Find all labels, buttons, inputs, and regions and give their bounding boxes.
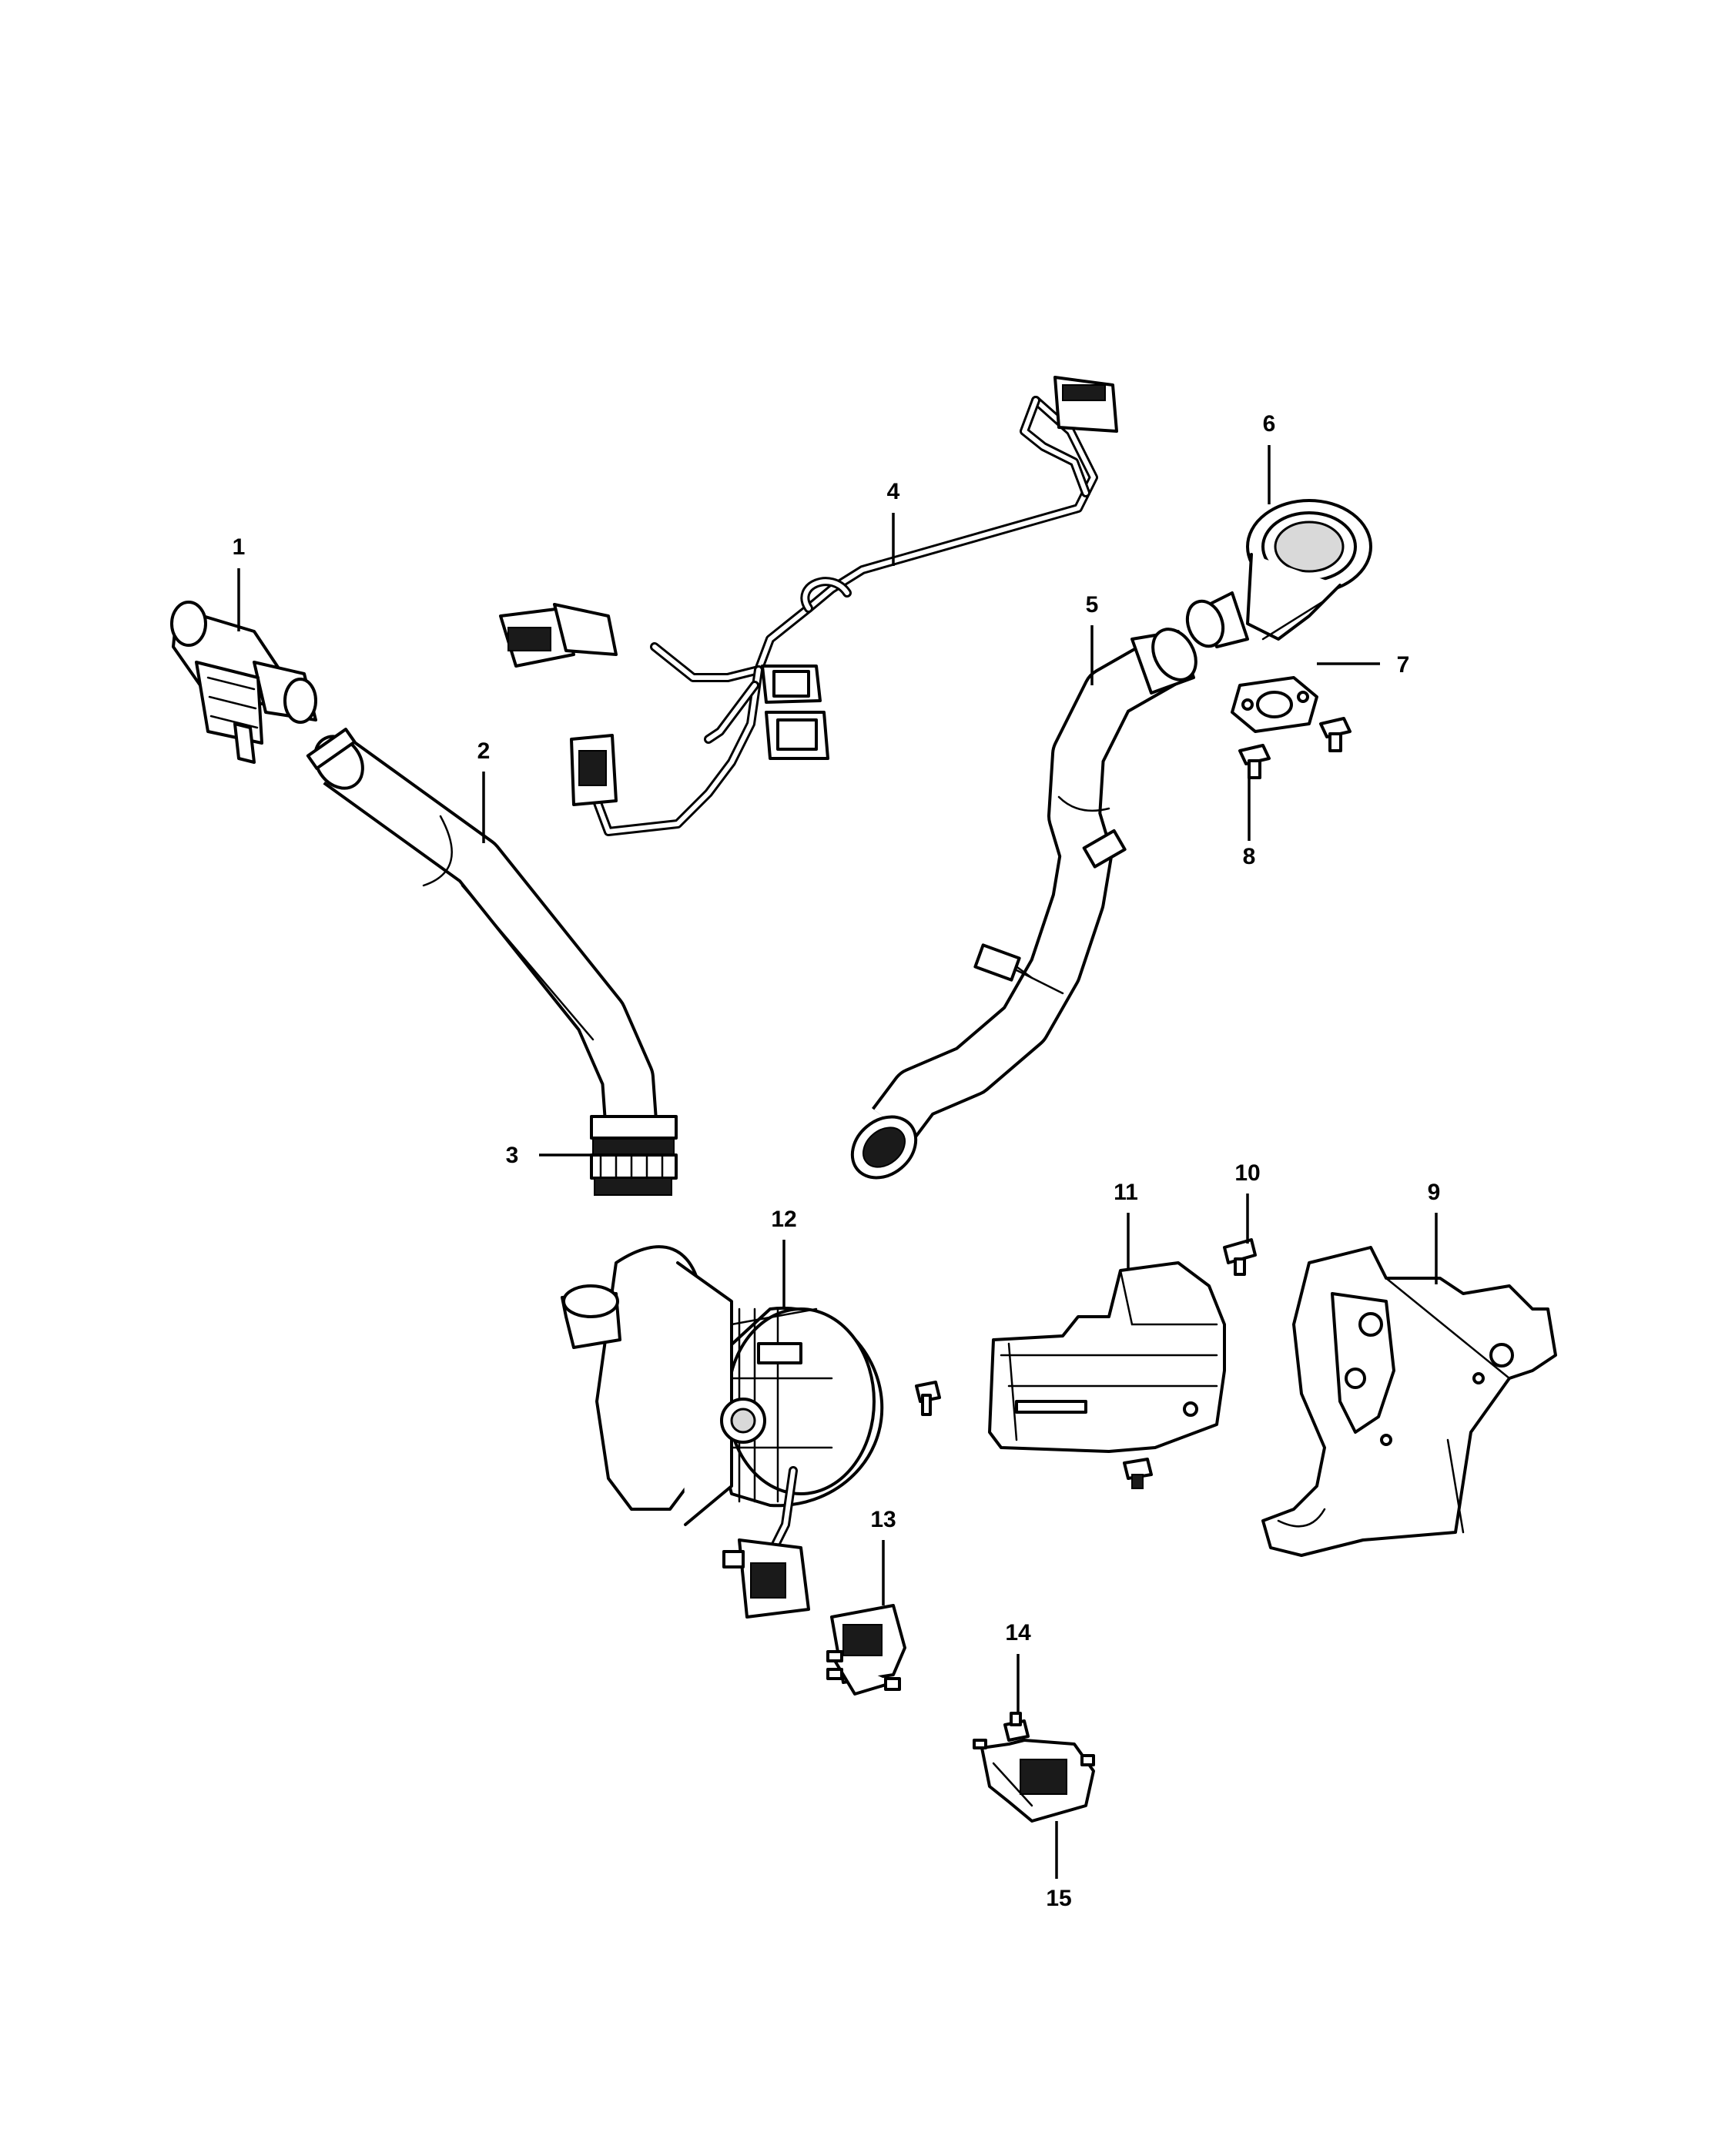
part-14-screw[interactable] xyxy=(1003,1712,1030,1742)
part-4-wiring-harness[interactable] xyxy=(499,376,1118,836)
callout-9: 9 xyxy=(1428,1180,1441,1205)
callout-12: 12 xyxy=(771,1207,796,1232)
part-15-module[interactable] xyxy=(973,1739,1095,1823)
part-3-clamp[interactable] xyxy=(590,1115,678,1196)
part-12-air-pump[interactable] xyxy=(561,1245,884,1619)
callout-labels: 1 2 3 4 5 6 7 8 9 10 11 12 13 14 15 xyxy=(233,411,1441,1911)
callout-3: 3 xyxy=(506,1143,519,1168)
part-10-fastener[interactable] xyxy=(1223,1238,1257,1276)
part-2-hose[interactable] xyxy=(305,727,675,1156)
callout-2: 2 xyxy=(477,738,491,764)
callout-5: 5 xyxy=(1086,592,1099,618)
part-8-bolts[interactable] xyxy=(1238,717,1352,779)
callout-8: 8 xyxy=(1243,844,1256,869)
callout-7: 7 xyxy=(1397,652,1410,678)
part-11-heat-shield[interactable] xyxy=(915,1261,1226,1489)
callout-15: 15 xyxy=(1046,1886,1071,1911)
part-13-relay[interactable] xyxy=(826,1604,906,1696)
part-7-gasket[interactable] xyxy=(1231,676,1318,733)
callout-4: 4 xyxy=(887,479,900,504)
leader-lines xyxy=(237,445,1438,1879)
callout-11: 11 xyxy=(1114,1180,1138,1205)
callout-10: 10 xyxy=(1234,1160,1260,1186)
callout-1: 1 xyxy=(233,534,246,560)
callout-6: 6 xyxy=(1263,411,1276,437)
callout-13: 13 xyxy=(870,1507,896,1532)
callout-14: 14 xyxy=(1005,1620,1031,1645)
part-9-bracket[interactable] xyxy=(1261,1246,1557,1557)
part-5-hose[interactable] xyxy=(840,621,1204,1190)
part-1-sensor[interactable] xyxy=(170,601,317,764)
part-6-check-valve[interactable] xyxy=(1181,499,1372,651)
